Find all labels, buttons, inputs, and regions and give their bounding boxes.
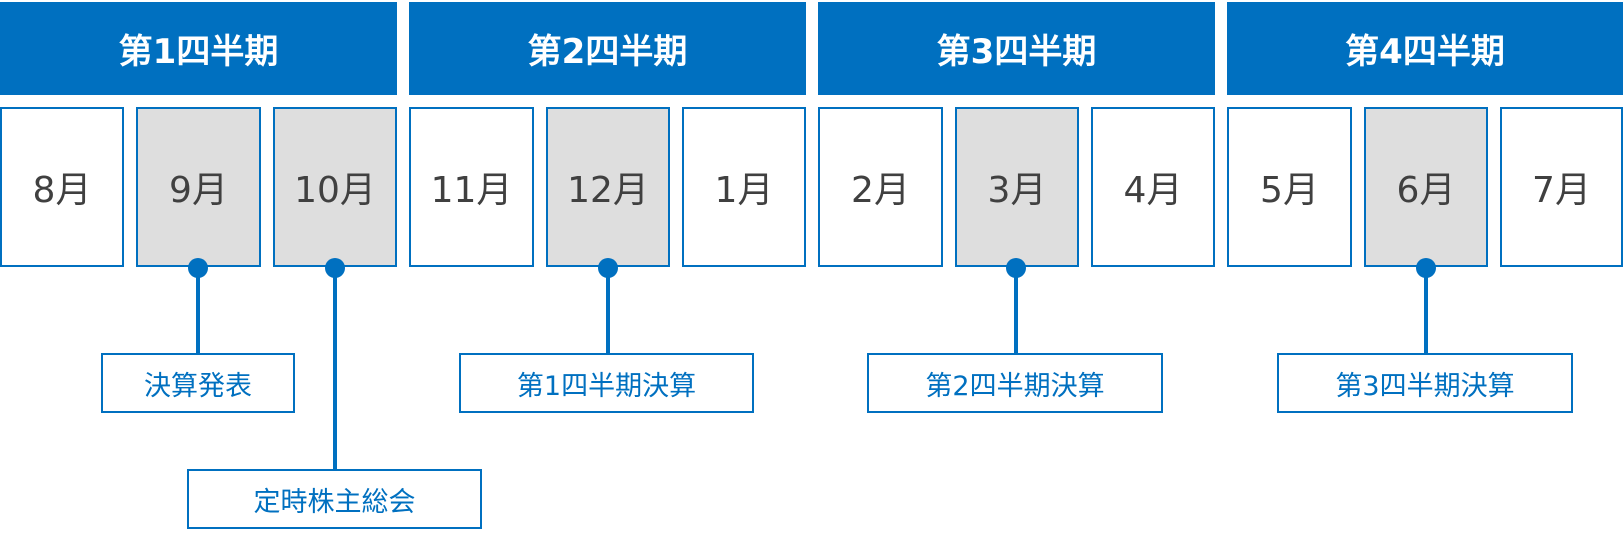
quarter-header-q1: 第1四半期: [0, 2, 397, 95]
event-q1-results: 第1四半期決算: [459, 353, 754, 413]
month-box-mar: 3月: [955, 107, 1079, 267]
month-box-jan: 1月: [682, 107, 806, 267]
connector-line-jun: [1424, 268, 1428, 354]
connector-line-mar: [1014, 268, 1018, 354]
quarter-header-q4: 第4四半期: [1227, 2, 1623, 95]
month-box-aug: 8月: [0, 107, 124, 267]
connector-dot-dec: [598, 258, 618, 278]
event-q3-results: 第3四半期決算: [1277, 353, 1573, 413]
month-box-jul: 7月: [1500, 107, 1623, 267]
event-q2-results: 第2四半期決算: [867, 353, 1163, 413]
connector-dot-sep: [188, 258, 208, 278]
quarter-header-q3: 第3四半期: [818, 2, 1215, 95]
month-box-sep: 9月: [136, 107, 261, 267]
month-box-feb: 2月: [818, 107, 943, 267]
quarter-header-q2: 第2四半期: [409, 2, 806, 95]
month-box-apr: 4月: [1091, 107, 1215, 267]
month-box-may: 5月: [1227, 107, 1352, 267]
connector-line-oct: [333, 268, 337, 470]
month-box-nov: 11月: [409, 107, 534, 267]
month-box-oct: 10月: [273, 107, 397, 267]
event-annual-shareholders-meeting: 定時株主総会: [187, 469, 482, 529]
connector-dot-oct: [325, 258, 345, 278]
connector-line-dec: [606, 268, 610, 354]
month-box-jun: 6月: [1364, 107, 1488, 267]
month-box-dec: 12月: [546, 107, 670, 267]
event-earnings-announcement: 決算発表: [101, 353, 295, 413]
connector-dot-mar: [1006, 258, 1026, 278]
connector-line-sep: [196, 268, 200, 354]
connector-dot-jun: [1416, 258, 1436, 278]
